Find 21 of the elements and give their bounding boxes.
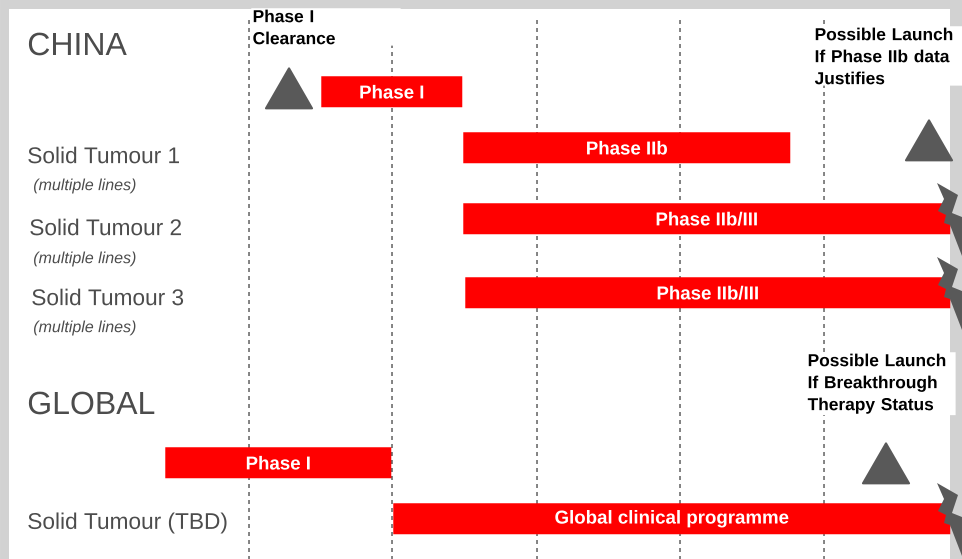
phase-bar: Phase IIb/III [463, 183, 962, 256]
milestone-triangle [264, 67, 314, 110]
phase-bar: Phase I [165, 447, 392, 478]
phase-bar: Global clinical programme [393, 483, 962, 556]
row-label: Solid Tumour 1 [28, 146, 179, 164]
row-label: Solid Tumour 3 [32, 288, 184, 306]
phase-bar: Phase IIb/III [465, 257, 962, 330]
section-heading: CHINA [28, 32, 127, 56]
milestone-triangle [862, 442, 910, 484]
milestone-label: Possible Launch If Breakthrough Therapy Status [806, 352, 956, 416]
row-note: (multiple lines) [34, 320, 136, 336]
milestone-triangle [904, 119, 954, 162]
row-label: Solid Tumour (TBD) [28, 512, 227, 534]
milestone-label: Possible Launch If Phase IIb data Justifies [813, 26, 962, 86]
row-note: (multiple lines) [34, 178, 136, 194]
phase-bar: Phase I [321, 76, 462, 108]
row-label: Solid Tumour 2 [30, 218, 181, 236]
milestone-label: Phase I Clearance [251, 8, 401, 46]
row-note: (multiple lines) [34, 252, 136, 266]
phase-bar: Phase IIb [463, 132, 790, 164]
section-heading: GLOBAL [28, 392, 154, 414]
